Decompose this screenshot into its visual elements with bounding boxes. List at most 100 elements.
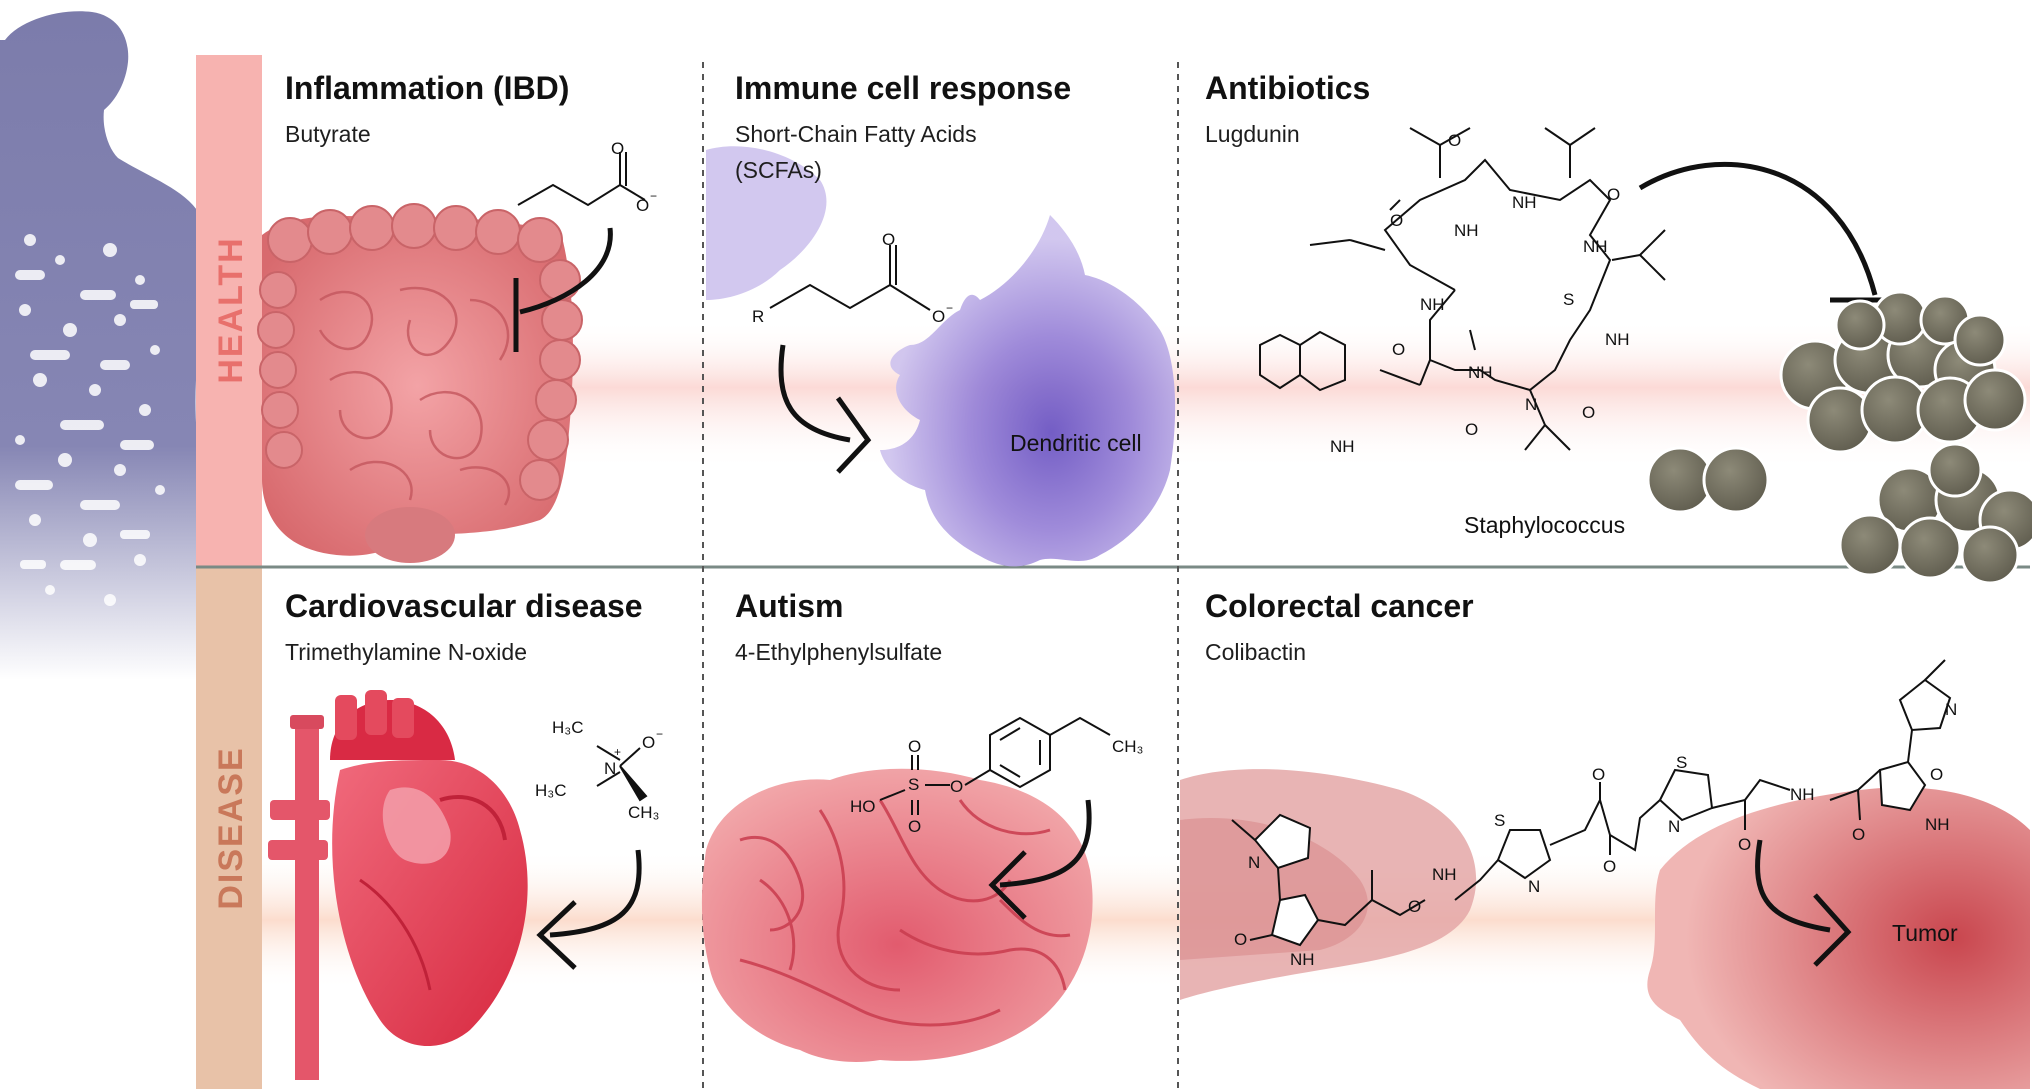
tmao-n: N [604,759,616,778]
tmao-n-charge: + [614,745,621,759]
tmao-arrowhead [536,900,577,970]
scfa-charge: − [946,301,953,315]
svg-text:O: O [1234,930,1247,949]
svg-text:O: O [1465,420,1478,439]
svg-text:NH: NH [1330,437,1355,456]
butyrate-structure [517,152,646,207]
heart-illustration [268,690,528,1080]
cardio-subtitle: Trimethylamine N-oxide [285,639,527,665]
crc-title: Colorectal cancer [1205,588,1474,624]
svg-text:N: N [1945,700,1957,719]
staphylococcus-bacteria [1646,290,2032,585]
svg-text:NH: NH [1454,221,1479,240]
disease-band [196,567,262,1089]
colibactin-structure [1231,659,1952,947]
4eps-arrowhead [988,850,1027,920]
immune-subtitle-line1: Short-Chain Fatty Acids [735,121,977,147]
dendritic-cell [880,215,1176,567]
tmao-h3c-left: H₃C [535,781,566,800]
4eps-ho: HO [850,797,876,816]
autism-title: Autism [735,588,844,624]
svg-text:O: O [1592,765,1605,784]
svg-text:NH: NH [1605,330,1630,349]
svg-text:NH: NH [1583,237,1608,256]
svg-text:O: O [1603,857,1616,876]
colon-illustration [257,203,583,563]
tmao-o: O [642,733,655,752]
scfa-o-double: O [882,230,895,249]
svg-text:O: O [1392,340,1405,359]
background-cell [706,146,827,300]
lugdunin-inhibition-arrow [1638,161,1878,296]
ibd-title: Inflammation (IBD) [285,70,570,106]
4eps-s: S [908,775,919,794]
health-band [196,55,262,567]
scfa-arrowhead [835,396,872,474]
svg-text:NH: NH [1925,815,1950,834]
svg-text:O: O [1390,211,1403,230]
antibiotics-title: Antibiotics [1205,70,1371,106]
svg-text:S: S [1676,753,1687,772]
immune-subtitle-line2: (SCFAs) [735,157,822,183]
svg-text:O: O [1607,185,1620,204]
svg-text:S: S [1494,811,1505,830]
tmao-ch3: CH₃ [628,803,659,822]
antibiotics-subtitle: Lugdunin [1205,121,1300,147]
lugdunin-structure [1259,127,1666,451]
svg-text:NH: NH [1290,950,1315,969]
svg-text:NH: NH [1512,193,1537,212]
4eps-o-top: O [908,737,921,756]
autism-subtitle: 4-Ethylphenylsulfate [735,639,943,665]
brain-illustration [701,768,1093,1062]
svg-text:NH: NH [1790,785,1815,804]
immune-title: Immune cell response [735,70,1072,106]
tmao-h3c-top: H₃C [552,718,583,737]
svg-text:N: N [1525,395,1537,414]
staphylococcus-label: Staphylococcus [1464,512,1626,538]
scfa-o-minus: O [932,307,945,326]
scfa-structure [769,245,931,311]
svg-text:O: O [1852,825,1865,844]
colon-tissue [1180,769,1477,1000]
human-body-silhouette [0,11,210,681]
svg-text:NH: NH [1420,295,1445,314]
lugdunin-labels: O O NH NH O NH S NH NH O NH O N O NH [1330,131,1630,456]
butyrate-charge: − [650,189,657,203]
4eps-arrow [999,799,1092,888]
health-label: HEALTH [212,236,250,383]
ibd-subtitle: Butyrate [285,121,371,147]
svg-text:N: N [1528,877,1540,896]
scfa-r: R [752,307,764,326]
scfa-arrow [778,344,851,443]
4eps-ch3: CH₃ [1112,737,1143,756]
4eps-o-ester: O [950,777,963,796]
dendritic-cell-label: Dendritic cell [1010,430,1142,456]
tmao-structure [596,745,648,802]
svg-text:O: O [1738,835,1751,854]
svg-text:O: O [1930,765,1943,784]
colibactin-labels: N O NH O NH S N O O N S O NH O O NH N [1234,700,1957,969]
cardio-title: Cardiovascular disease [285,588,643,624]
colibactin-arrowhead [1813,893,1852,967]
butyrate-o-minus: O [636,196,649,215]
crc-subtitle: Colibactin [1205,639,1306,665]
4eps-o-bottom: O [908,817,921,836]
tmao-arrow [549,849,642,938]
butyrate-o-double: O [611,139,624,158]
4eps-structure [879,716,1111,815]
butyrate-inhibition-arrow [519,227,613,315]
svg-text:NH: NH [1432,865,1457,884]
colibactin-arrow [1755,839,1831,933]
disease-label: DISEASE [212,746,250,909]
tumor-label: Tumor [1892,920,1958,946]
svg-text:O: O [1448,131,1461,150]
svg-text:S: S [1563,290,1574,309]
tmao-o-charge: − [656,727,663,741]
svg-text:O: O [1408,897,1421,916]
svg-text:O: O [1582,403,1595,422]
svg-text:N: N [1668,817,1680,836]
svg-text:NH: NH [1468,363,1493,382]
svg-text:N: N [1248,853,1260,872]
